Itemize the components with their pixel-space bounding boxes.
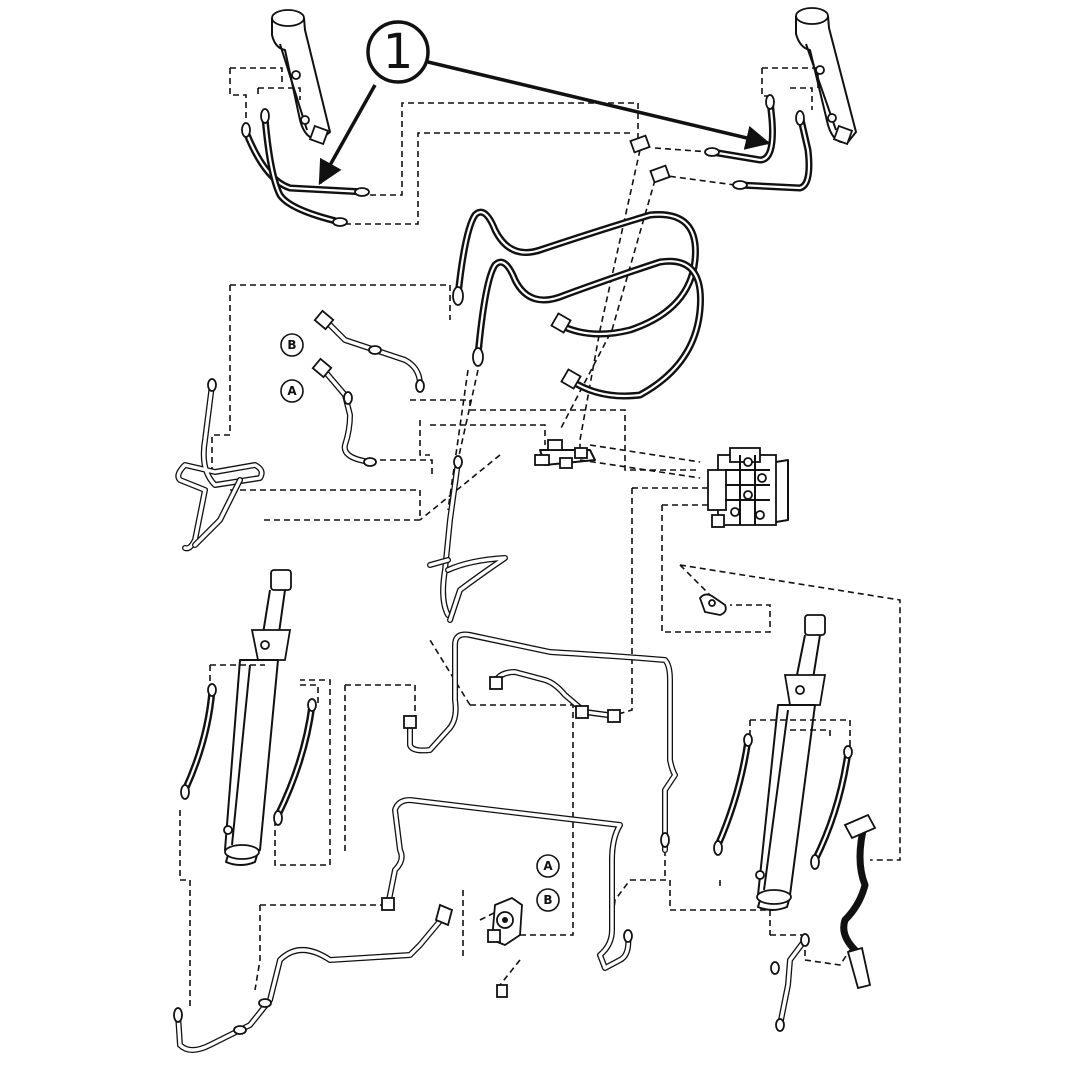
- upper-port-labels: B A: [280, 333, 304, 403]
- lower-right-cylinder: [755, 614, 827, 911]
- mid-tee-fittings: [534, 439, 596, 469]
- long-looped-hoses: [452, 208, 704, 400]
- dashed-routing-lines: [179, 67, 901, 1010]
- lower-port-labels: A B: [536, 854, 560, 912]
- callout-circle: [366, 20, 430, 84]
- port-label-upper-a: A: [287, 384, 297, 398]
- lower-right-cylinder-hoses: [713, 733, 853, 870]
- left-bracket-tube: [175, 378, 265, 552]
- lower-valve-block: [487, 896, 523, 998]
- upper-port-tubes: [311, 309, 425, 467]
- port-label-lower-b: B: [543, 893, 552, 907]
- small-elbow-fitting: [698, 593, 727, 616]
- middle-bracket-tube: [427, 455, 508, 623]
- upper-right-hoses: [629, 94, 813, 192]
- right-vertical-tube: [770, 933, 810, 1032]
- lower-left-cylinder-hoses: [180, 683, 317, 826]
- right-elbow-hose: [840, 813, 877, 990]
- port-label-lower-a: A: [543, 859, 553, 873]
- upper-left-hoses: [241, 108, 370, 227]
- callout-number: 1: [383, 24, 414, 80]
- port-label-upper-b: B: [287, 338, 296, 352]
- lower-rigid-tubes: [173, 797, 633, 1053]
- upper-middle-rigid-tube: [403, 631, 678, 853]
- upper-right-cylinder: [795, 7, 857, 146]
- control-valve: [707, 447, 789, 528]
- upper-left-cylinder: [271, 9, 331, 146]
- callout-1: 1: [318, 20, 771, 186]
- lower-left-cylinder: [223, 569, 292, 866]
